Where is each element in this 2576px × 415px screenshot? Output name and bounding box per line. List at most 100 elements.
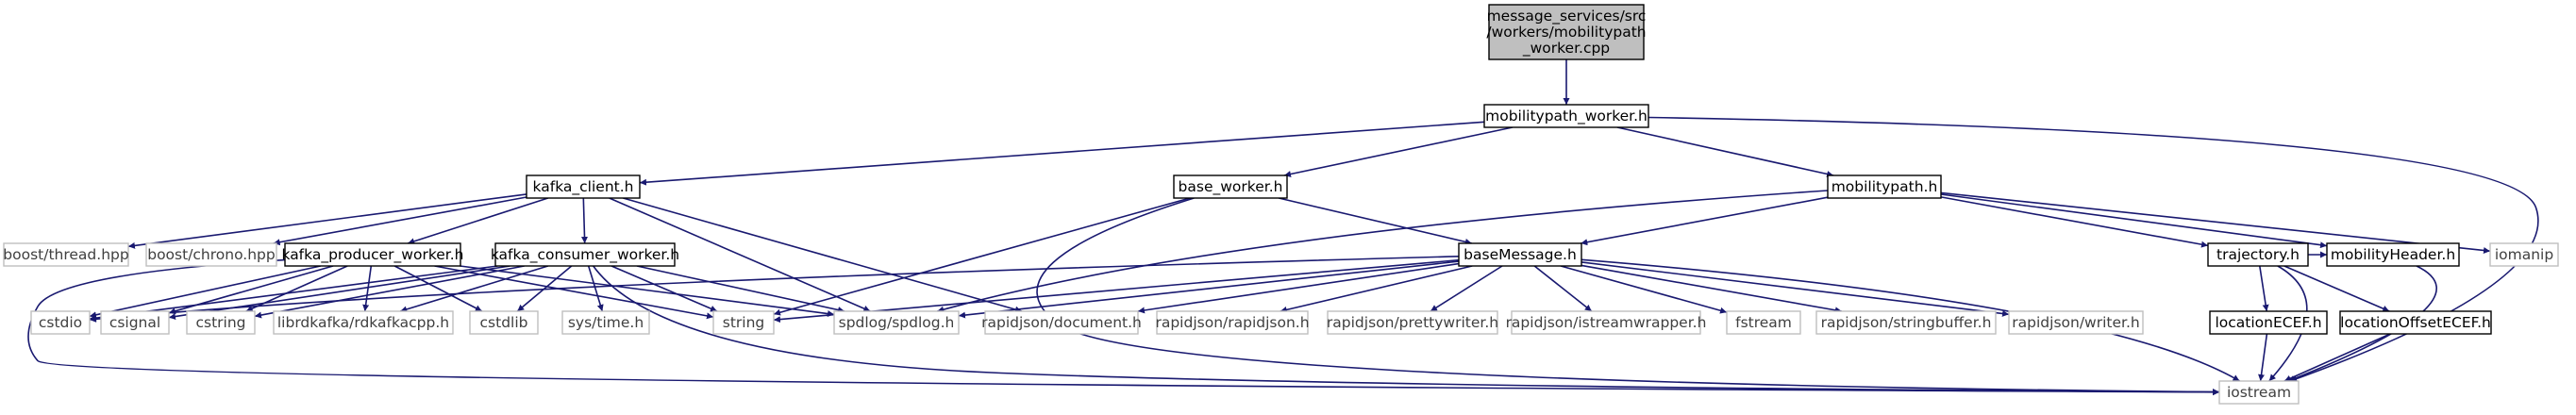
edge-line (1648, 116, 2539, 382)
dependency-nodes: message_services/src/workers/mobilitypat… (3, 4, 2559, 405)
node-kafka-producer-worker-h[interactable]: kafka_producer_worker.h (281, 242, 464, 267)
node-label: mobilitypath_worker.h (1485, 108, 1648, 125)
node-mobilityHeader-h[interactable]: mobilityHeader.h (2326, 242, 2460, 267)
node-box (561, 310, 650, 335)
edge-line (168, 265, 510, 321)
node-label: boost/chrono.hpp (147, 246, 276, 263)
edge-line (254, 265, 525, 319)
edge-kafka_consumer_worker_h-to-spdlog (636, 265, 845, 313)
node-label: sys/time.h (568, 314, 644, 331)
edge-line (1581, 258, 2240, 382)
node-label: rapidjson/istreamwrapper.h (1506, 314, 1707, 331)
node-locationECEF-h[interactable]: locationECEF.h (2209, 310, 2328, 335)
node-box (1327, 310, 1498, 335)
node-box (526, 174, 641, 199)
edge-kafka_client_h-to-boost_chrono_hpp (273, 196, 527, 246)
edge-baseMessage_h-to-rj_document (1137, 262, 1460, 314)
edge-line (580, 197, 588, 244)
edge-line (1533, 265, 1593, 312)
node-sys-time-h: sys/time.h (561, 310, 650, 335)
node-box (1827, 174, 1942, 199)
node-label: kafka_producer_worker.h (281, 246, 463, 264)
node-box (1156, 310, 1309, 335)
edge-mobilitypath_worker_h-to-iostream (1648, 116, 2539, 382)
edge-line (587, 265, 604, 312)
node-box (1488, 4, 1645, 60)
node-mobilitypath-worker-h[interactable]: mobilitypath_worker.h (1483, 104, 1649, 128)
edge-line (89, 265, 321, 319)
edge-kafka_client_h-to-spdlog (609, 197, 871, 312)
edge-mobilitypath_h-to-baseMessage_h (1581, 196, 1829, 246)
edge-kafka_producer_worker_h-to-cstdlib (393, 265, 483, 312)
node-label: cstdlib (480, 314, 528, 331)
node-box (1483, 104, 1649, 128)
node-box (712, 310, 775, 335)
node-rj-istreamwrapper: rapidjson/istreamwrapper.h (1506, 310, 1707, 335)
node-trajectory-h[interactable]: trajectory.h (2207, 242, 2309, 267)
edge-baseMessage_h-to-rj_writer (1581, 261, 2010, 317)
node-label: cstring (195, 314, 245, 331)
edge-line (27, 258, 2220, 396)
node-label: cstdio (39, 314, 82, 331)
node-cstdio: cstdio (30, 310, 91, 335)
node-label: trajectory.h (2216, 246, 2300, 263)
node-label: iostream (2227, 384, 2291, 401)
edge-kafka_producer_worker_h-to-cstring (245, 265, 348, 312)
node-box (469, 310, 539, 335)
edge-baseMessage_h-to-iostream (1581, 258, 2240, 382)
node-root[interactable]: message_services/src/workers/mobilitypat… (1486, 4, 1647, 60)
node-locationOffsetECEF-h[interactable]: locationOffsetECEF.h (2339, 310, 2492, 335)
edge-baseMessage_h-to-rj_prettywriter (1430, 265, 1503, 312)
node-label: iomanip (2495, 246, 2553, 263)
node-label: csignal (109, 314, 160, 331)
edge-mobilitypath_h-to-spdlog (937, 190, 1829, 313)
node-label: baseMessage.h (1464, 246, 1577, 263)
edge-mobilitypath_h-to-mobilityHeader_h (1940, 193, 2328, 249)
node-base-worker-h[interactable]: base_worker.h (1173, 174, 1288, 199)
edge-line (937, 190, 1829, 313)
node-label: rapidjson/document.h (981, 314, 1142, 331)
edge-line (1581, 261, 2010, 317)
edge-line (773, 197, 1191, 316)
edge-line (1581, 264, 1842, 314)
node-label: librdkafka/rdkafkacpp.h (277, 314, 449, 331)
edge-line (611, 265, 718, 312)
node-label: base_worker.h (1179, 178, 1283, 196)
node-kafka-consumer-worker-h[interactable]: kafka_consumer_worker.h (491, 242, 679, 267)
node-label: string (723, 314, 765, 331)
node-kafka-client-h[interactable]: kafka_client.h (526, 174, 641, 199)
edge-line (1137, 262, 1460, 314)
dependency-edges (27, 59, 2539, 396)
edge-locationOffsetECEF_h-to-iostream (2283, 333, 2391, 382)
edge-kafka_consumer_worker_h-to-iostream (593, 265, 2220, 396)
node-box (1726, 310, 1801, 335)
node-boost-thread-hpp: boost/thread.hpp (3, 242, 129, 267)
edge-line (1279, 197, 1472, 245)
edge-line (2283, 333, 2391, 382)
edge-kafka_consumer_worker_h-to-sys_time_h (587, 265, 604, 312)
node-box (1815, 310, 1997, 335)
edge-line (1940, 191, 2491, 254)
edge-baseMessage_h-to-string (773, 258, 1460, 324)
edge-line (362, 265, 373, 312)
node-baseMessage-h[interactable]: baseMessage.h (1458, 242, 1582, 267)
node-label: spdlog/spdlog.h (839, 314, 955, 331)
node-label: rapidjson/stringbuffer.h (1821, 314, 1992, 331)
node-fstream: fstream (1726, 310, 1801, 335)
node-box (2326, 242, 2460, 267)
edge-line (1430, 265, 1503, 312)
node-boost-chrono-hpp: boost/chrono.hpp (145, 242, 277, 267)
node-label: mobilityHeader.h (2331, 246, 2455, 263)
node-label: mobilitypath.h (1832, 178, 1938, 195)
edge-mobilitypath_worker_h-to-kafka_client_h (639, 121, 1485, 186)
edge-mobilitypath_worker_h-to-base_worker_h (1283, 126, 1514, 177)
node-mobilitypath-h[interactable]: mobilitypath.h (1827, 174, 1942, 199)
node-label: kafka_consumer_worker.h (491, 246, 679, 264)
edge-line (1940, 196, 2209, 248)
edge-line (609, 197, 871, 312)
edge-line (2258, 333, 2268, 382)
node-label: kafka_client.h (533, 178, 634, 196)
node-box (273, 310, 454, 335)
node-rj-prettywriter: rapidjson/prettywriter.h (1327, 310, 1498, 335)
